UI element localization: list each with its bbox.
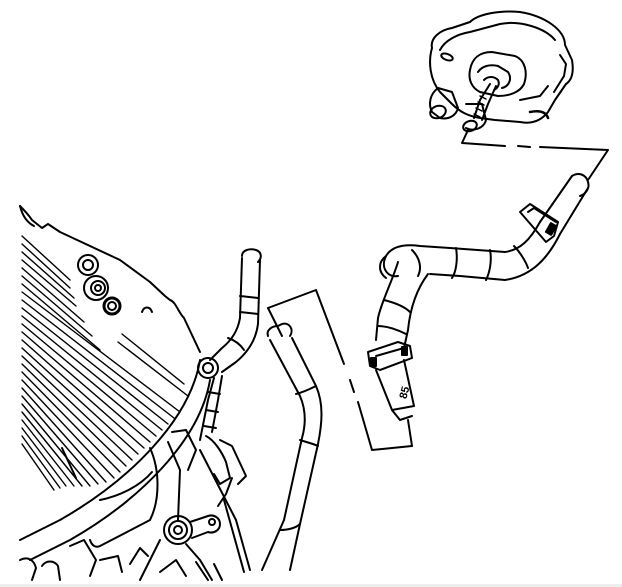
hose-bracket-outline	[268, 290, 412, 450]
inlet-pipe	[198, 249, 261, 440]
engine-cover-ribs	[22, 236, 188, 490]
leader-line-upper	[462, 130, 608, 180]
engine-block	[20, 206, 250, 580]
idler-pulley	[164, 515, 220, 544]
lower-hose	[262, 324, 322, 570]
hose-label: 85	[398, 385, 413, 400]
bottom-band	[0, 584, 622, 587]
leader-line-outlet	[408, 420, 412, 446]
heater-valve-housing	[428, 11, 572, 133]
upper-hose: 85	[368, 174, 589, 420]
